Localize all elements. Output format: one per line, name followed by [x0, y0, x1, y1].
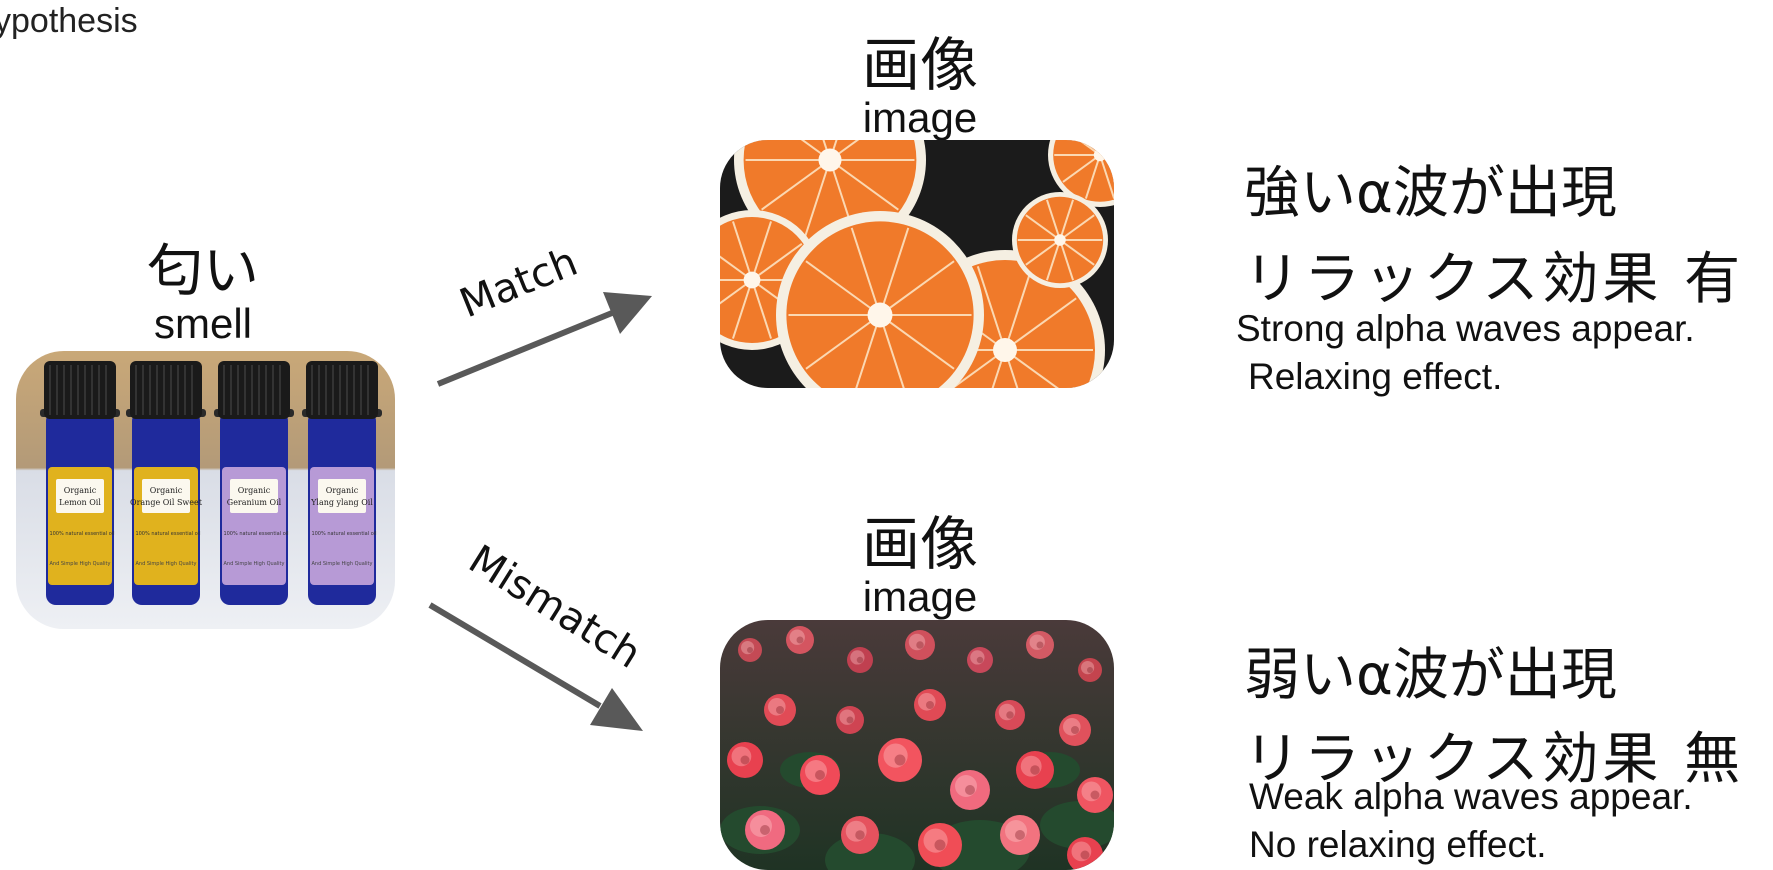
match-result-jp-line1: 強いα波が出現 [1244, 161, 1617, 226]
bottle-name-text: Ylang ylang Oil [310, 498, 373, 507]
mismatch-result-en-line1: Weak alpha waves appear. [1249, 776, 1693, 817]
bottle-name-text: Organic [326, 486, 359, 495]
bottle-name-text: Organic [238, 486, 271, 495]
leaf [1040, 801, 1114, 849]
rose-flower [847, 647, 873, 673]
roses-photo [720, 620, 1114, 870]
bottle-sub-text: 100% natural essential oil [311, 531, 376, 537]
smell-label-jp: 匂い [147, 239, 259, 304]
match-arrow [436, 292, 652, 387]
bottle-name-text: Organic [150, 486, 183, 495]
match-label: Match [454, 239, 584, 327]
bottle-brand-text: And Simple High Quality [136, 561, 197, 567]
mismatch-result-jp-line2: リラックス効果 無 [1244, 727, 1745, 792]
bottle-brand-text: And Simple High Quality [50, 561, 111, 567]
rose-flower [1078, 658, 1102, 682]
rose-flower [1059, 714, 1091, 746]
bottle-name-text: Orange Oil Sweet [130, 498, 203, 507]
orange-group [720, 140, 1114, 388]
page-title: ypothesis [0, 2, 138, 40]
rose-flower [727, 742, 763, 778]
rose-flower [800, 755, 840, 795]
mismatch-label: Mismatch [461, 536, 649, 677]
rose-flower [1016, 751, 1054, 789]
rose-flower [764, 694, 796, 726]
rose-flower [836, 706, 864, 734]
orange-slices-photo [720, 140, 1114, 388]
image-match-label-en: image [862, 94, 978, 141]
rose-flower [878, 738, 922, 782]
image-match-label-jp: 画像 [861, 31, 978, 99]
mismatch-result-jp-line1: 弱いα波が出現 [1244, 643, 1617, 708]
rose-flower [905, 630, 935, 660]
rose-group [720, 626, 1114, 870]
image-mismatch-label-jp: 画像 [861, 510, 978, 578]
rose-flower [967, 647, 993, 673]
bottle-name-text: Organic [64, 486, 97, 495]
image-mismatch-label-en: image [862, 573, 978, 620]
bottle-sub-text: 100% natural essential oil [49, 531, 114, 537]
match-result-en-line1: Strong alpha waves appear. [1236, 308, 1695, 349]
bottle-name-text: Lemon Oil [59, 498, 101, 507]
rose-flower [841, 816, 879, 854]
match-result-en-line2: Relaxing effect. [1248, 356, 1503, 397]
orange-slice [776, 211, 984, 388]
mismatch-result-en-line2: No relaxing effect. [1249, 824, 1547, 865]
rose-flower [1000, 815, 1040, 855]
rose-flower [995, 700, 1025, 730]
smell-label-en: smell [153, 300, 252, 347]
match-result-jp-line2: リラックス効果 有 [1244, 247, 1745, 312]
rose-flower [914, 689, 946, 721]
bottle-sub-text: 100% natural essential oil [223, 531, 288, 537]
bottle-brand-text: And Simple High Quality [312, 561, 373, 567]
rose-flower [745, 810, 785, 850]
rose-flower [1026, 631, 1054, 659]
rose-flower [738, 638, 762, 662]
bottle-name-text: Geranium Oil [227, 498, 282, 507]
rose-flower [950, 770, 990, 810]
bottle-brand-text: And Simple High Quality [224, 561, 285, 567]
bottle-sub-text: 100% natural essential oil [135, 531, 200, 537]
rose-flower [918, 823, 962, 867]
mismatch-arrow [428, 602, 643, 731]
orange-slice [1012, 192, 1108, 288]
rose-flower [1077, 777, 1113, 813]
rose-flower [786, 626, 814, 654]
